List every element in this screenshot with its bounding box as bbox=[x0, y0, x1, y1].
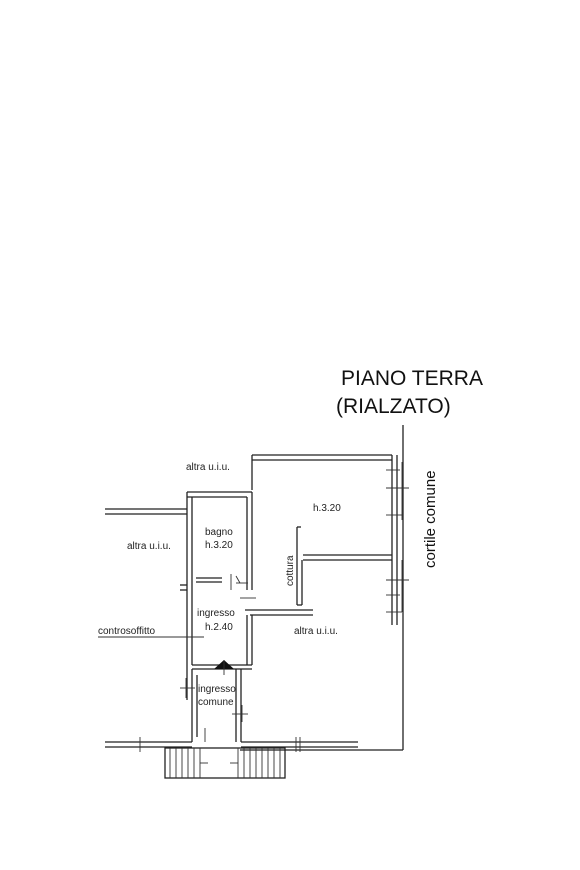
label-altra-uiu-top: altra u.i.u. bbox=[186, 462, 230, 473]
label-ingresso-comune-2: comune bbox=[198, 697, 234, 708]
label-altra-uiu-right: altra u.i.u. bbox=[294, 626, 338, 637]
label-altra-uiu-left: altra u.i.u. bbox=[127, 541, 171, 552]
label-cottura: cottura bbox=[285, 555, 296, 586]
right-boundary bbox=[240, 425, 404, 751]
main-room-walls bbox=[245, 454, 409, 625]
label-controsoffitto: controsoffitto bbox=[98, 626, 156, 637]
label-cortile-comune: cortile comune bbox=[422, 470, 439, 568]
label-bagno-height: h.3.20 bbox=[205, 540, 233, 551]
entrance-stairs bbox=[164, 747, 286, 779]
bottom-facade bbox=[105, 737, 358, 752]
label-bagno: bagno bbox=[205, 527, 233, 538]
bathroom-entrance-walls bbox=[186, 491, 256, 700]
label-ingresso-comune-1: ingresso bbox=[198, 684, 236, 695]
common-entrance-walls bbox=[180, 669, 248, 742]
label-main-height: h.3.20 bbox=[313, 503, 341, 514]
label-ingresso: ingresso bbox=[197, 608, 235, 619]
plan-title-line1: PIANO TERRA bbox=[341, 367, 483, 390]
plan-title-line2: (RIALZATO) bbox=[336, 395, 451, 418]
left-unit-walls bbox=[105, 508, 187, 591]
label-ingresso-height: h.2.40 bbox=[205, 622, 233, 633]
